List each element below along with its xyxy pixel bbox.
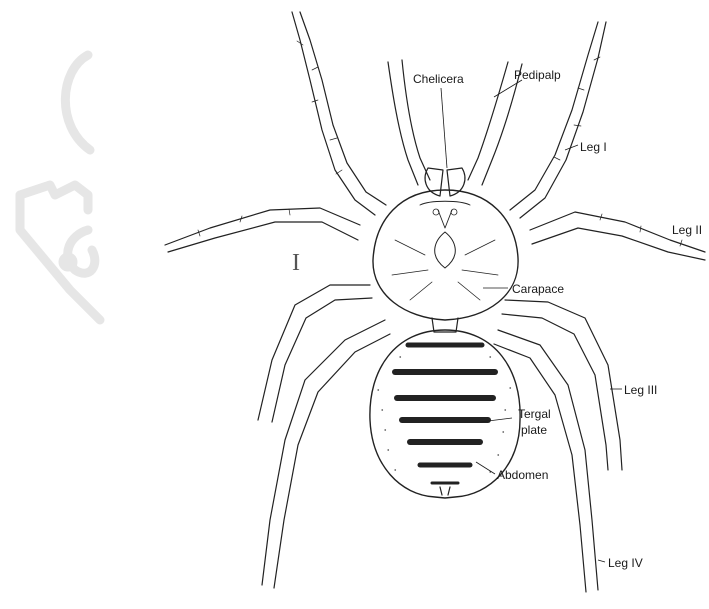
shield-watermark-icon xyxy=(20,55,100,320)
label-leg-iii: Leg III xyxy=(624,383,657,397)
leader-pedipalp xyxy=(494,80,522,97)
leader-chelicera xyxy=(441,88,447,168)
spider-illustration xyxy=(165,12,705,592)
label-tergal-plate-line1: Tergal xyxy=(518,407,551,421)
label-leg-iv: Leg IV xyxy=(608,556,643,570)
label-carapace: Carapace xyxy=(512,282,564,296)
label-tergal-plate-line2: plate xyxy=(521,423,547,437)
label-leg-ii: Leg II xyxy=(672,223,702,237)
label-chelicera: Chelicera xyxy=(413,72,464,86)
label-abdomen: Abdomen xyxy=(497,468,548,482)
leader-abdomen xyxy=(476,462,495,474)
leader-leg-iv xyxy=(598,560,605,562)
leg-iii-right xyxy=(502,300,622,470)
leg-iv-left xyxy=(262,320,390,588)
leg-i-left xyxy=(292,12,386,215)
text-cursor-icon: I xyxy=(292,250,300,276)
leg-i-right xyxy=(510,22,606,218)
label-leg-i: Leg I xyxy=(580,140,607,154)
carapace-shape xyxy=(373,190,518,320)
chelicerae-shape xyxy=(425,168,465,196)
label-pedipalp: Pedipalp xyxy=(514,68,561,82)
leg-ii-left xyxy=(165,208,360,252)
